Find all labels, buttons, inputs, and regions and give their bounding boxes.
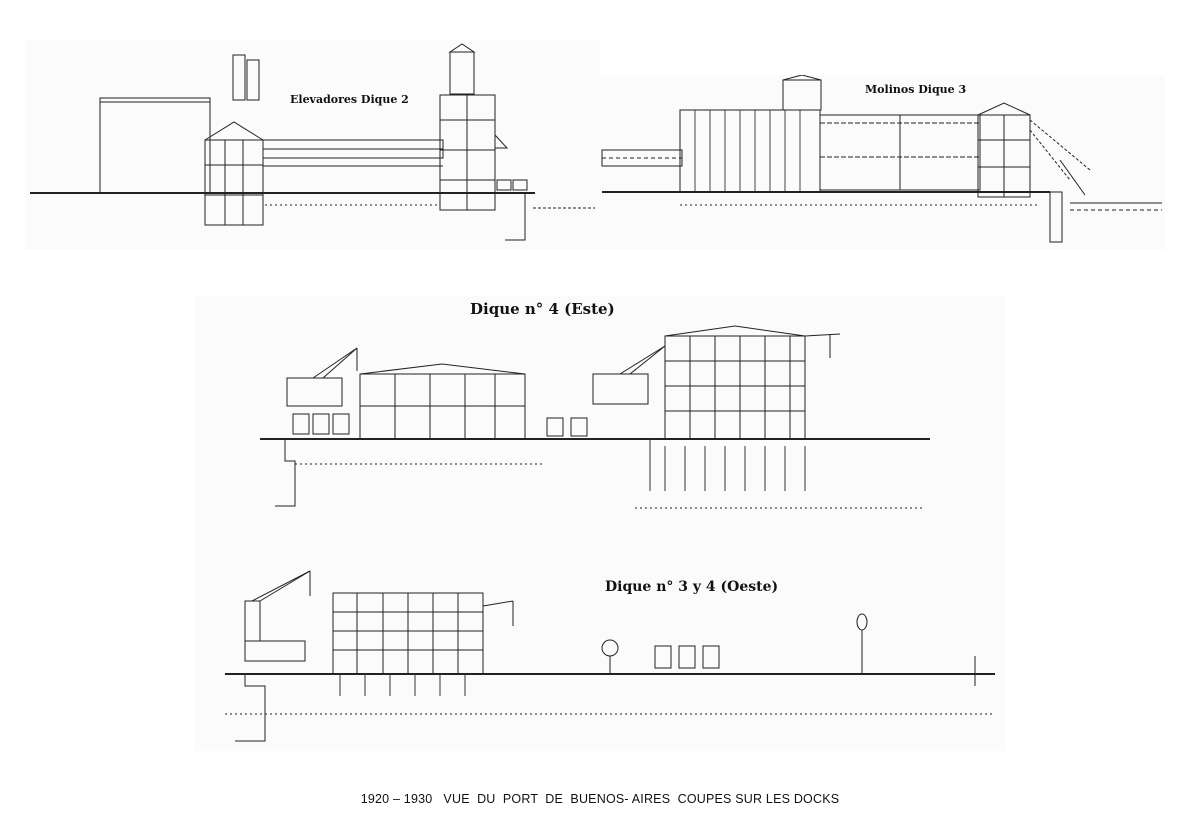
elevadores-section-drawing: Elevadores Dique 2 <box>25 40 600 250</box>
drawing-panel-diques: Dique n° 4 (Este) <box>195 296 1005 751</box>
elevadores-title: Elevadores Dique 2 <box>290 93 409 106</box>
dique-3-4-oeste-section <box>225 570 995 742</box>
page-caption: 1920 – 1930 VUE DU PORT DE BUENOS- AIRES… <box>360 792 840 806</box>
molinos-title: Molinos Dique 3 <box>865 83 966 96</box>
dique-3-4-title: Dique n° 3 y 4 (Oeste) <box>605 579 778 595</box>
diques-section-drawings: Dique n° 4 (Este) <box>195 296 1005 751</box>
drawing-elevadores-dique-2: Elevadores Dique 2 <box>25 40 600 250</box>
molinos-section-drawing: Molinos Dique 3 <box>600 75 1165 250</box>
dique-4-title: Dique n° 4 (Este) <box>470 300 615 318</box>
dique-4-este-section <box>260 325 930 509</box>
drawing-molinos-dique-3: Molinos Dique 3 <box>600 75 1165 250</box>
